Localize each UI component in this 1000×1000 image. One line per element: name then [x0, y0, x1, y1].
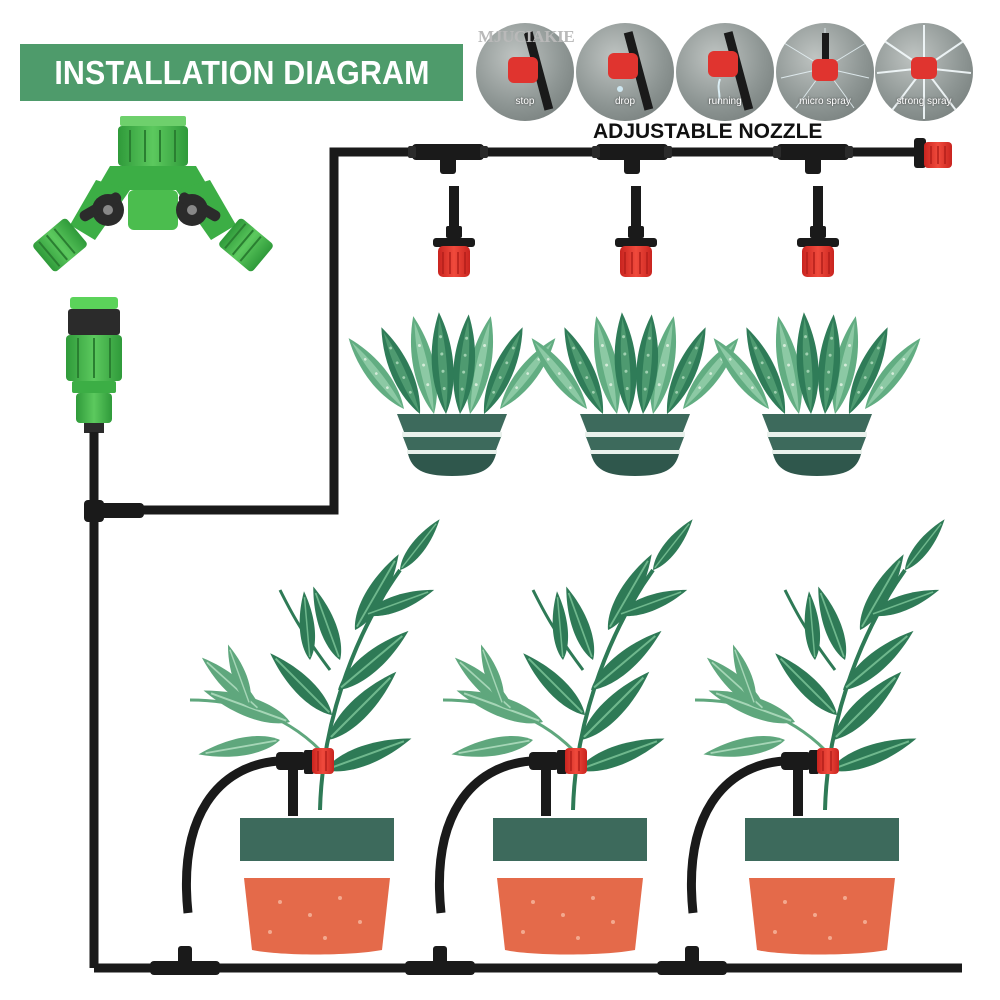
nozzle-mode-running: running: [676, 23, 774, 121]
nozzle-icon: [614, 185, 658, 278]
succulent-plant-icon: [341, 312, 563, 476]
end-nozzle-icon: [914, 138, 952, 168]
succulent-plant-icon: [524, 312, 746, 476]
nozzle-icon: [708, 31, 754, 111]
nozzle-mode-label: drop: [614, 96, 635, 107]
nozzle-icon: [508, 31, 554, 111]
nozzle-mode-label: stop: [515, 96, 535, 107]
leafy-plant-icon: [190, 515, 445, 955]
nozzle-mode-label: micro spray: [799, 96, 851, 107]
tee-connector-icon: [405, 946, 475, 975]
nozzle-mode-label: running: [708, 96, 742, 107]
leafy-plant-icon: [695, 515, 950, 955]
nozzle-icon: [780, 28, 870, 109]
nozzle-icon: [608, 31, 654, 111]
tee-connector-icon: [773, 144, 853, 174]
nozzle-icon: [796, 185, 840, 278]
nozzle-icon: [432, 185, 476, 278]
nozzle-mode-label: strong spray: [896, 96, 952, 107]
two-way-hose-splitter-icon: [33, 116, 273, 272]
nozzle-mode-strong-spray: strong spray: [875, 23, 973, 121]
leafy-plant-icon: [443, 515, 698, 955]
tee-connector-icon: [150, 946, 220, 975]
nozzle-mode-stop: stop: [476, 23, 574, 121]
nozzle-mode-drop: drop: [576, 23, 674, 121]
tee-connector-icon: [84, 500, 104, 522]
tap-connector-icon: [66, 297, 122, 433]
nozzle-mode-micro-spray: micro spray: [776, 23, 874, 121]
succulent-plant-icon: [706, 312, 928, 476]
nozzle-icon: [876, 25, 972, 119]
title-banner: INSTALLATION DIAGRAM: [20, 44, 463, 101]
brand-logo: MJUCIAKIE: [478, 27, 575, 46]
nozzle-caption: ADJUSTABLE NOZZLE: [593, 120, 823, 143]
diagram-title: INSTALLATION DIAGRAM: [53, 53, 430, 91]
tee-connector-icon: [100, 503, 144, 518]
tee-connector-icon: [657, 946, 727, 975]
tee-connector-icon: [592, 144, 672, 174]
tee-connector-icon: [408, 144, 488, 174]
